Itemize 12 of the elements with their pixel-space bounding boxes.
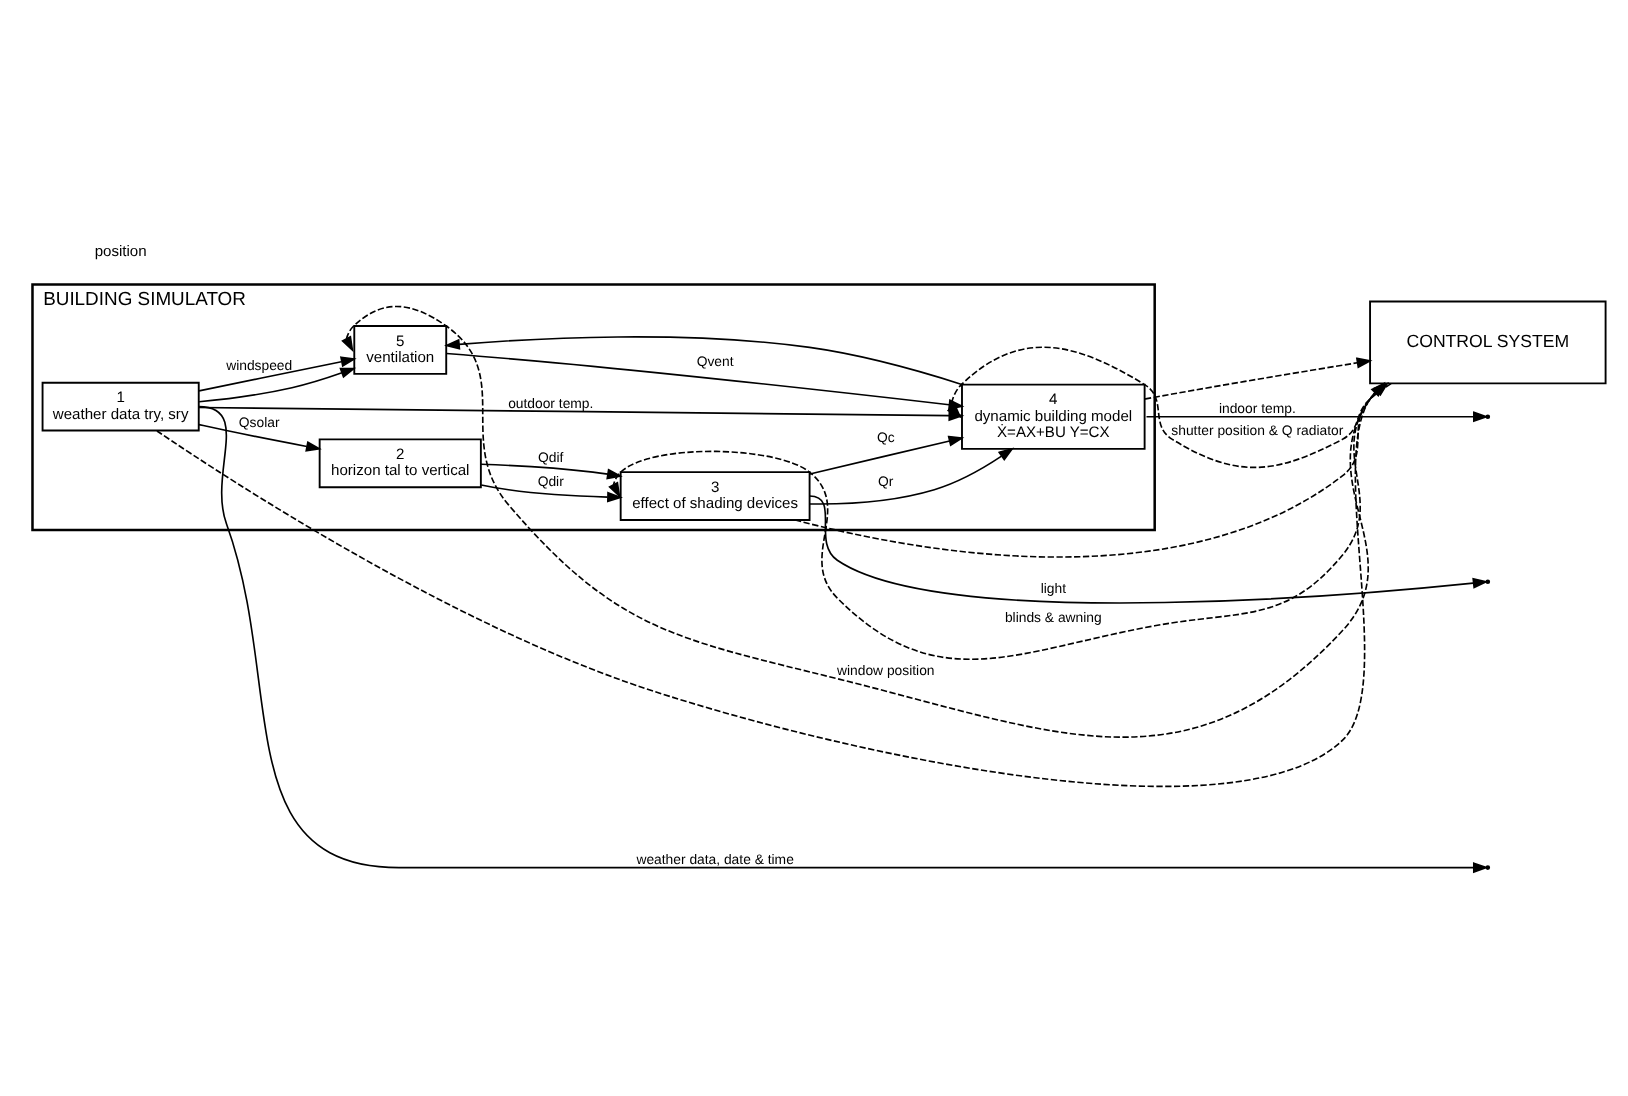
arrow — [198, 422, 322, 451]
arrow — [809, 446, 1015, 504]
arrow — [444, 335, 963, 385]
arrow — [198, 366, 357, 402]
arrow — [480, 462, 623, 479]
arrow — [808, 494, 1489, 603]
arrow — [1144, 356, 1373, 399]
node-box: CONTROL SYSTEM — [1369, 299, 1607, 384]
arrow — [1145, 410, 1489, 422]
arrow — [480, 483, 623, 502]
arrow — [198, 355, 357, 391]
arrow — [809, 434, 965, 474]
